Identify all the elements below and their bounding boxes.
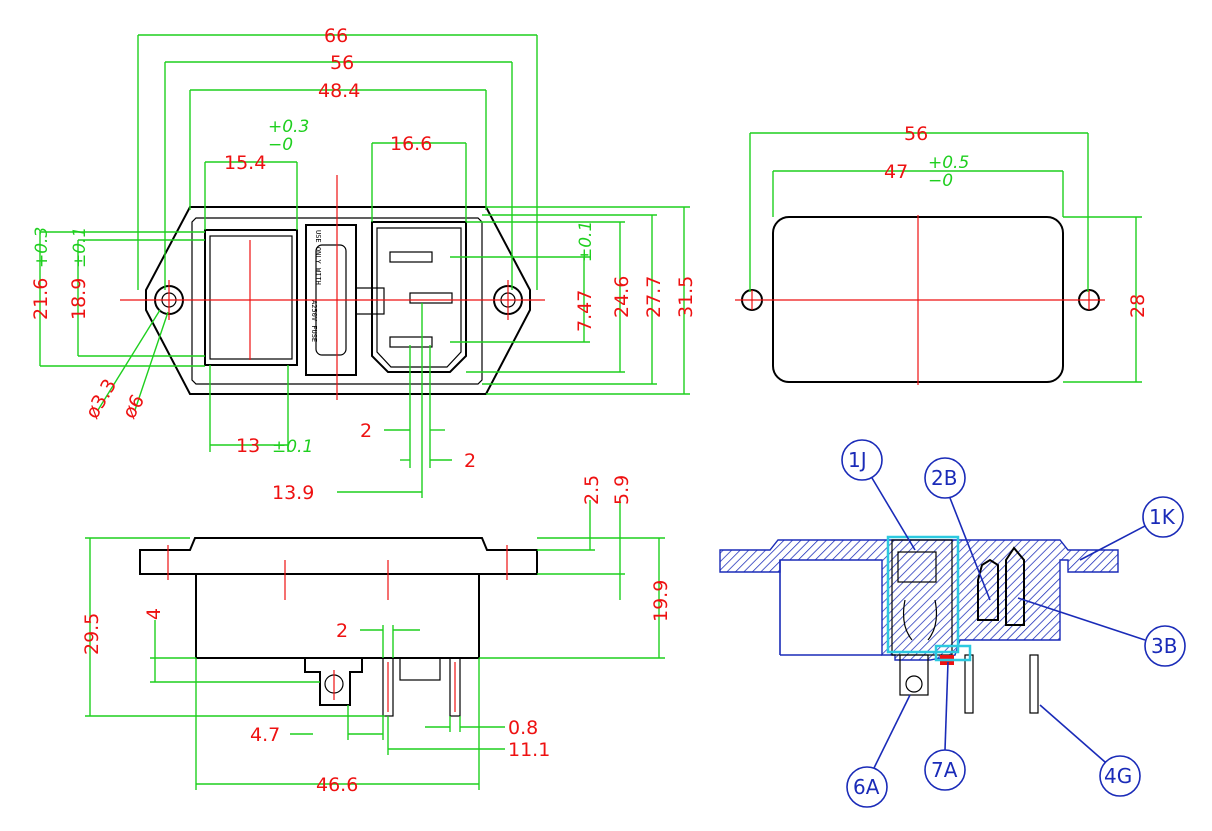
side-body	[195, 573, 480, 659]
side-dim-11-1: 11.1	[508, 739, 550, 761]
fuse-label-line2: A250V FUSE	[310, 300, 318, 342]
side-dim-2: 2	[336, 620, 348, 642]
dim-7-47: 7.47	[574, 290, 596, 332]
switch-body	[204, 229, 298, 366]
blade-3b	[1005, 546, 1025, 626]
dim-pin-2b: 2	[464, 450, 476, 472]
tol-18-9: ±0.1	[70, 227, 90, 268]
fuse-label-line1: USE ONLY WITH	[314, 230, 322, 285]
dim-15-4: 15.4	[224, 152, 266, 174]
side-dim-29-5: 29.5	[81, 613, 103, 655]
tol-7-47: ±0.1	[576, 221, 596, 262]
dim-66: 66	[324, 25, 348, 47]
side-dim-46-6: 46.6	[316, 774, 358, 796]
dim-21-6: 21.6	[30, 278, 52, 320]
side-dim-4: 4	[143, 608, 165, 620]
tol-top-minus: −0	[268, 135, 293, 155]
blade-2b	[977, 558, 999, 621]
dim-18-9: 18.9	[68, 278, 90, 320]
dim-pin-2a: 2	[360, 420, 372, 442]
side-dim-19-9: 19.9	[650, 580, 672, 622]
tol-13: ±0.1	[272, 437, 313, 457]
dim-31-5: 31.5	[675, 276, 697, 318]
callout-1j: 1J	[848, 448, 867, 472]
side-dim-5-9: 5.9	[611, 475, 633, 505]
dim-13: 13	[236, 435, 260, 457]
cutout-dim-47: 47	[884, 161, 908, 183]
side-dim-2-5: 2.5	[581, 475, 603, 505]
cutout-dim-56: 56	[904, 123, 928, 145]
callout-6a: 6A	[853, 775, 880, 799]
callout-2b: 2B	[931, 466, 957, 490]
dim-48-4: 48.4	[318, 80, 360, 102]
side-view: 2.5 5.9 19.9 29.5 4 2 4.7 0.8 11.1	[81, 475, 672, 796]
callout-1k: 1K	[1149, 505, 1176, 529]
dim-56: 56	[330, 52, 354, 74]
side-dim-4-7: 4.7	[250, 724, 280, 746]
cutout-view: 56 47 +0.5 −0 28	[735, 123, 1149, 385]
dim-27-7: 27.7	[643, 276, 665, 318]
callout-3b: 3B	[1151, 634, 1177, 658]
dim-24-6: 24.6	[611, 276, 633, 318]
callout-7a: 7A	[931, 758, 958, 782]
section-view: 1J 2B 1K 3B 6A 7A 4G	[719, 439, 1186, 808]
cutout-tol-plus: +0.5	[928, 153, 969, 173]
callout-4g: 4G	[1104, 764, 1132, 788]
front-view: USE ONLY WITH A250V FUSE 66 56 48.4	[30, 25, 697, 504]
callout-1j-highlight	[886, 535, 960, 654]
dim-hole-6: ø6	[118, 391, 149, 423]
dim-13-9: 13.9	[272, 482, 314, 504]
cutout-tol-minus: −0	[928, 171, 953, 191]
cutout-dim-28: 28	[1127, 294, 1149, 318]
pin-mid	[409, 292, 453, 304]
tol-21-6: +0.3	[32, 227, 52, 268]
dim-16-6: 16.6	[390, 133, 432, 155]
tol-top-plus: +0.3	[268, 117, 309, 137]
side-pin-2	[449, 657, 461, 717]
pin-bottom	[389, 336, 433, 348]
side-dim-0-8: 0.8	[508, 717, 538, 739]
pin-top	[389, 251, 433, 263]
